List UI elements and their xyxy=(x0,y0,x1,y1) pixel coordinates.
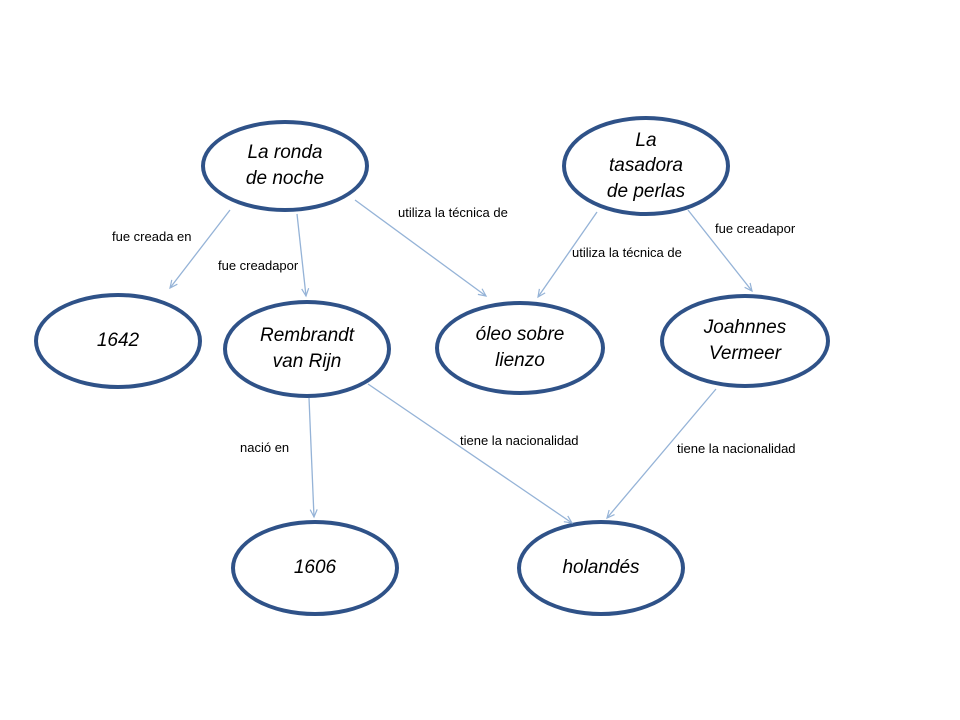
node-label-line: óleo sobre xyxy=(475,324,565,346)
node-rembrandt-van-rijn: Rembrandt van Rijn xyxy=(223,300,391,398)
node-1642: 1642 xyxy=(34,293,202,389)
node-label-line: La xyxy=(635,129,657,151)
node-label-line: Rembrandt xyxy=(260,325,354,347)
node-1606: 1606 xyxy=(231,520,399,616)
node-holandes: holandés xyxy=(517,520,685,616)
node-la-tasadora-de-perlas: La tasadora de perlas xyxy=(562,116,730,216)
node-label-line: de noche xyxy=(245,168,325,189)
node-oleo-sobre-lienzo: óleo sobre lienzo xyxy=(435,301,605,395)
node-label-line: 1642 xyxy=(96,330,140,352)
node-label-line: Joahnnes xyxy=(703,317,787,339)
node-la-ronda-de-noche: La ronda de noche xyxy=(201,120,369,212)
node-label-line: lienzo xyxy=(495,350,545,371)
node-label-line: Vermeer xyxy=(708,343,782,364)
node-label-line: holandés xyxy=(562,557,640,579)
node-label-line: tasadora xyxy=(609,155,683,177)
node-label-line: 1606 xyxy=(293,557,337,579)
node-label-line: de perlas xyxy=(606,180,686,202)
node-label-line: La ronda xyxy=(247,142,323,164)
node-label-line: van Rijn xyxy=(272,351,342,372)
